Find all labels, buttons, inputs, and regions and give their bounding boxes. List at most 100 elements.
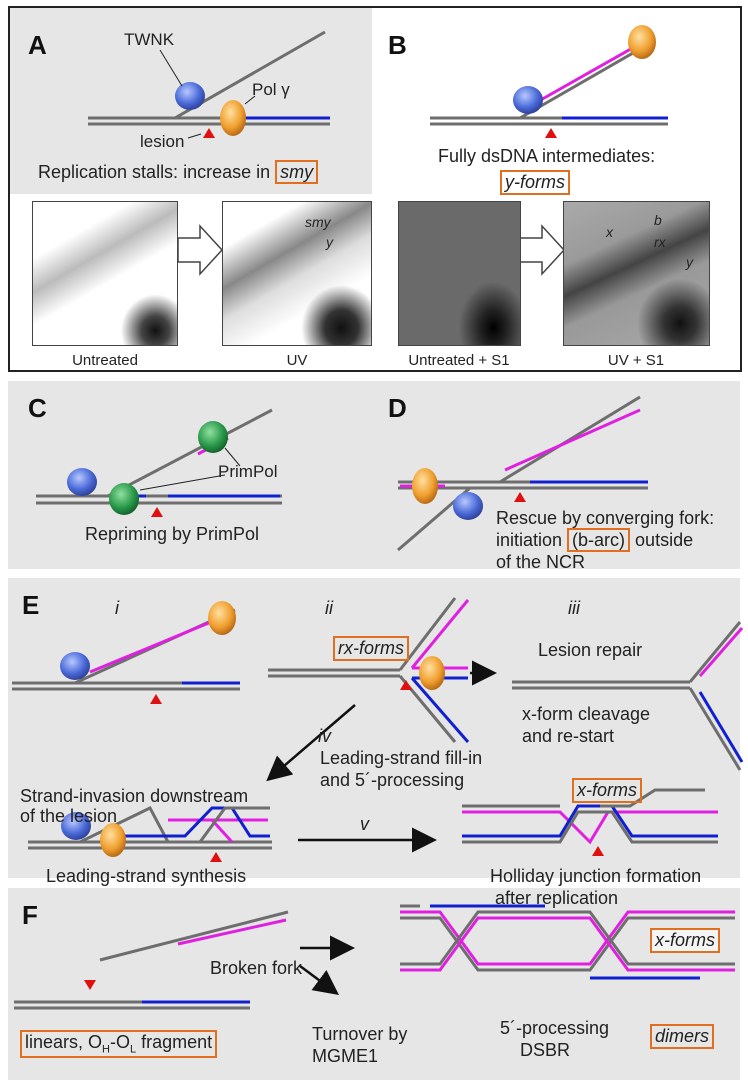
panel-label-a: A: [28, 30, 47, 60]
twnk-helicase-icon: [67, 468, 97, 496]
fill-in-label-2: and 5´-processing: [320, 770, 465, 790]
smy-boxed-label: smy: [275, 160, 319, 184]
processing-label-2: DSBR: [520, 1040, 571, 1060]
panel-cd-background: [8, 381, 740, 569]
invasion-label-1: Strand-invasion downstream: [20, 786, 249, 806]
arc-label-smy: smy: [305, 214, 331, 230]
twnk-helicase-icon: [453, 492, 483, 520]
arc-label-y: y: [326, 234, 333, 250]
step-v-label: v: [360, 814, 369, 834]
holliday-label-1: Holliday junction formation: [490, 866, 702, 886]
arc-label-x: x: [606, 224, 613, 240]
lesion-repair-label: Lesion repair: [538, 640, 643, 660]
pol-gamma-label: Pol γ: [252, 80, 290, 99]
lesion-marker-icon: [400, 680, 412, 690]
panel-a-caption-text: Replication stalls: increase in: [38, 162, 276, 182]
panel-f-dsbr: [400, 904, 735, 980]
gel-label-uv: UV: [286, 352, 308, 369]
arrow-right-icon: [519, 224, 566, 276]
panel-c-caption: Repriming by PrimPol: [85, 524, 260, 544]
turnover-label-2: MGME1: [312, 1046, 379, 1066]
pol-gamma-icon: [628, 25, 656, 59]
panel-b-caption-line1: Fully dsDNA intermediates:: [438, 146, 656, 166]
arrow-right-icon: [177, 224, 224, 276]
y-forms-boxed-label: y-forms: [500, 170, 570, 195]
panel-a-fork: [88, 30, 330, 139]
lesion-marker-icon: [514, 492, 526, 502]
twnk-helicase-icon: [175, 82, 205, 110]
processing-label-1: 5´-processing: [500, 1018, 610, 1038]
b-arc-boxed-label: (b-arc): [567, 528, 631, 552]
panel-f-background: [8, 888, 740, 1080]
panel-d-caption-line3: of the NCR: [496, 552, 586, 572]
x-cleavage-label-2: and re-start: [522, 726, 615, 746]
primpol-label: PrimPol: [218, 462, 278, 481]
panel-d-caption-line2: initiation (b-arc) outside: [496, 528, 694, 552]
leading-synthesis-label: Leading-strand synthesis: [46, 866, 247, 886]
linears-sub-l: L: [129, 1043, 137, 1056]
panels-ab-frame: [8, 6, 742, 372]
twnk-helicase-icon: [60, 652, 90, 680]
panel-c-fork: [36, 408, 282, 517]
panel-e-step-ii: [268, 597, 497, 743]
panel-e-background: [8, 578, 740, 878]
panel-label-d: D: [388, 393, 407, 423]
gel-label-untreated: Untreated: [72, 352, 138, 369]
dimers-boxed-label: dimers: [650, 1024, 715, 1049]
lesion-marker-icon: [203, 128, 215, 138]
lesion-label: lesion: [140, 132, 185, 151]
twnk-helicase-icon: [61, 812, 91, 840]
panel-label-c: C: [28, 393, 47, 423]
pol-gamma-icon: [412, 468, 438, 504]
lesion-marker-icon: [84, 980, 96, 990]
fill-in-label-1: Leading-strand fill-in: [320, 748, 483, 768]
panel-b-fork: [430, 25, 668, 138]
arc-label-b: b: [654, 212, 662, 228]
pol-gamma-icon: [208, 601, 236, 635]
pol-gamma-icon: [220, 100, 246, 136]
panel-e-step-iii: [512, 621, 744, 771]
lesion-marker-icon: [150, 694, 162, 704]
arrow-iv: [266, 704, 356, 782]
panel-e-step-i: [12, 601, 240, 704]
panel-d-caption-line2-post: outside: [630, 530, 694, 550]
step-iii-label: iii: [568, 598, 580, 618]
gel-uv: [222, 201, 372, 346]
panel-d-caption-line2-pre: initiation: [496, 530, 568, 550]
panel-label-e: E: [22, 590, 40, 620]
primpol-icon: [198, 421, 228, 453]
pol-gamma-icon: [100, 823, 126, 857]
gel-label-uv-s1: UV + S1: [607, 352, 665, 369]
linears-text: linears, O: [25, 1032, 103, 1052]
lesion-marker-icon: [151, 507, 163, 517]
turnover-label-1: Turnover by: [312, 1024, 408, 1044]
step-ii-label: ii: [325, 598, 333, 618]
panel-d-fork: [397, 395, 648, 552]
lesion-marker-icon: [592, 846, 604, 856]
gel-untreated-s1: [398, 201, 521, 346]
lesion-marker-icon: [210, 852, 222, 862]
x-cleavage-label-1: x-form cleavage: [522, 704, 651, 724]
arc-label-rx: rx: [654, 234, 666, 250]
primpol-icon: [109, 483, 139, 515]
linears-mid: -O: [109, 1032, 130, 1052]
panel-label-f: F: [22, 900, 38, 930]
panel-a-caption: Replication stalls: increase in smy: [38, 160, 319, 184]
lesion-marker-icon: [545, 128, 557, 138]
panel-e-strand-invasion: [28, 806, 272, 862]
rx-forms-boxed-label: rx-forms: [333, 636, 409, 661]
panel-e-holliday: [462, 788, 718, 856]
gel-untreated: [32, 201, 178, 346]
step-iv-label: iv: [318, 726, 331, 746]
panel-f-broken-fork: [14, 910, 355, 1010]
panel-d-caption-line1: Rescue by converging fork:: [496, 508, 715, 528]
twnk-helicase-icon: [513, 86, 543, 114]
linears-sub-h: H: [102, 1043, 110, 1056]
linears-post: fragment: [136, 1032, 213, 1052]
x-forms-boxed-label: x-forms: [572, 778, 642, 803]
gel-label-untreated-s1: Untreated + S1: [408, 352, 510, 369]
x-forms-boxed-label-f: x-forms: [650, 928, 720, 953]
gel-uv-s1: [563, 201, 710, 346]
pol-gamma-icon: [419, 656, 445, 690]
